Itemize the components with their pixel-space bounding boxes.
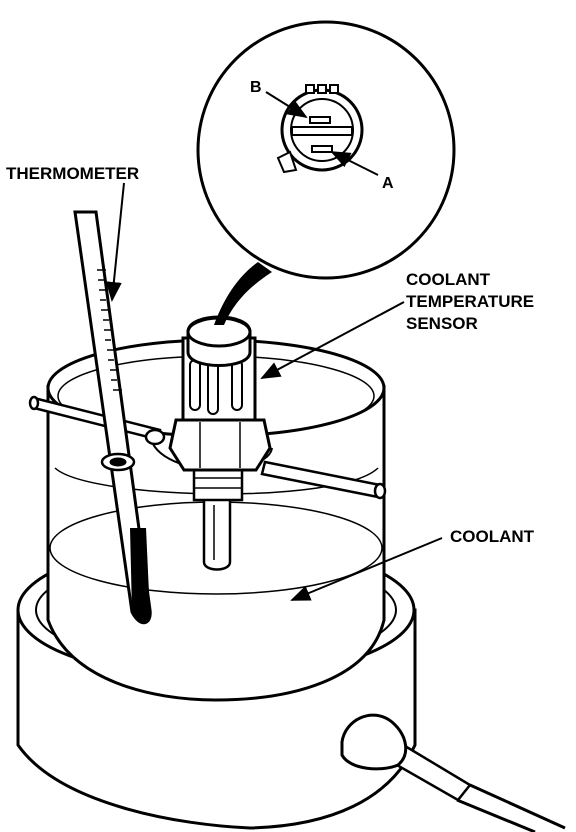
label-sensor-line2: TEMPERATURE bbox=[406, 292, 534, 311]
label-sensor-line1: COOLANT bbox=[406, 270, 491, 289]
leader-lines bbox=[105, 182, 443, 601]
connector-detail-callout bbox=[196, 20, 456, 325]
thermometer-scale-ticks bbox=[97, 269, 122, 391]
heater-power-cord bbox=[340, 713, 566, 832]
label-sensor-line3: SENSOR bbox=[406, 314, 478, 333]
label-thermometer: THERMOMETER bbox=[6, 164, 139, 183]
label-coolant: COOLANT bbox=[450, 527, 535, 546]
label-terminal-a: A bbox=[382, 175, 394, 192]
label-terminal-b: B bbox=[250, 79, 262, 96]
thermometer bbox=[73, 210, 152, 625]
